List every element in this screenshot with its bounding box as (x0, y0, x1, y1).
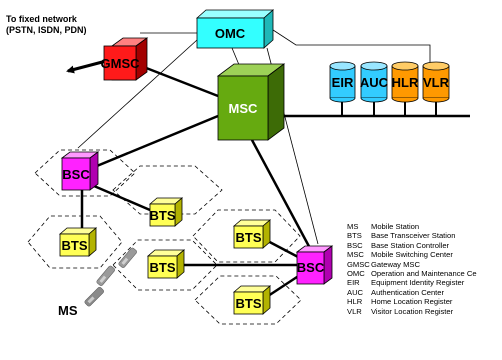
msc-label: MSC (229, 101, 259, 116)
legend-abbr: BTS (347, 231, 362, 241)
fixed-network-label-line2: (PSTN, ISDN, PDN) (6, 25, 87, 35)
legend-row: GMSC Gateway MSC (347, 260, 477, 269)
phone-icon (118, 247, 137, 268)
eir-label: EIR (332, 75, 354, 90)
legend-abbr: AUC (347, 287, 364, 297)
link-omc-bsc-left (77, 39, 198, 149)
legend-row: BSC Base Station Controller (347, 241, 477, 250)
legend-text: Mobile Switching Center (371, 250, 453, 260)
legend-abbr: GMSC (347, 259, 370, 269)
legend-row: OMC Operation and Maintenance Ce (347, 269, 477, 278)
bsc-left-node: BSC (60, 151, 100, 191)
legend-abbr: HLR (347, 297, 363, 307)
legend-text: Home Location Register (371, 297, 453, 307)
legend-text: Visitor Location Register (371, 306, 454, 316)
cell-hexagons (27, 149, 302, 325)
omc-node: OMC (195, 9, 275, 49)
fixed-network-label: To fixed network (PSTN, ISDN, PDN) (6, 14, 87, 36)
bts-node-right-lower: BTS (232, 285, 272, 315)
hlr-label: HLR (392, 75, 419, 90)
vlr-label: VLR (423, 75, 450, 90)
bts-label: BTS (150, 208, 176, 223)
legend-text: Base Transceiver Station (371, 231, 456, 241)
hlr-node: HLR (391, 61, 419, 103)
cell-hexagon (112, 165, 223, 215)
legend-abbr: BSC (347, 240, 363, 250)
link-gmsc-msc (135, 62, 219, 98)
bts-node-center: BTS (146, 249, 186, 279)
legend-abbr: EIR (347, 278, 360, 288)
legend-text: Mobile Station (371, 222, 420, 231)
legend-abbr: VLR (347, 306, 362, 316)
cell-hexagon (192, 209, 301, 263)
msc-node: MSC (216, 63, 286, 141)
legend-row: EIR Equipment Identity Register (347, 278, 477, 287)
auc-node: AUC (360, 61, 389, 103)
link-omc-registers (269, 27, 431, 65)
auc-label: AUC (360, 75, 389, 90)
legend-row: AUC Authentication Center (347, 288, 477, 297)
fixed-network-arrow (66, 58, 111, 74)
bts-label: BTS (62, 238, 88, 253)
vlr-node: VLR (422, 61, 450, 103)
bts-node-left: BTS (58, 227, 98, 257)
phone-icon (96, 265, 115, 286)
link-bsc-right-bts-lower (264, 273, 301, 300)
legend-row: HLR Home Location Register (347, 297, 477, 306)
legend-text: Equipment Identity Register (371, 278, 465, 288)
cell-hexagon (112, 239, 218, 291)
legend-row: MS Mobile Station (347, 222, 477, 231)
register-drops (341, 98, 437, 116)
bsc-right-label: BSC (297, 260, 325, 275)
gmsc-node: GMSC (101, 37, 149, 81)
fixed-network-label-line1: To fixed network (6, 14, 77, 24)
bts-label: BTS (236, 230, 262, 245)
eir-node: EIR (329, 61, 356, 103)
ms-label: MS (58, 303, 78, 318)
legend-text: Authentication Center (371, 287, 445, 297)
phone-icon (84, 287, 104, 307)
link-msc-bsc-right (250, 139, 314, 253)
gmsc-label: GMSC (101, 56, 141, 71)
legend-row: BTS Base Transceiver Station (347, 231, 477, 240)
omc-label: OMC (215, 26, 246, 41)
mobile-station-phones (84, 247, 137, 307)
bts-node-upper: BTS (148, 197, 184, 227)
bsc-left-label: BSC (62, 167, 90, 182)
legend-row: VLR Visitor Location Register (347, 307, 477, 316)
legend-abbr: OMC (347, 269, 365, 279)
legend-row: MSC Mobile Switching Center (347, 250, 477, 259)
bsc-right-node: BSC (295, 245, 334, 285)
bts-label: BTS (150, 260, 176, 275)
bts-node-right-upper: BTS (232, 219, 272, 249)
legend: MS Mobile Station BTS Base Transceiver S… (347, 222, 477, 316)
legend-text: Base Station Controller (371, 240, 450, 250)
link-msc-bsc-left (91, 114, 219, 170)
legend-text: Gateway MSC (371, 259, 420, 269)
bts-label: BTS (236, 296, 262, 311)
legend-abbr: MSC (347, 250, 364, 260)
link-bsc-left-bts-upper (93, 184, 151, 212)
legend-abbr: MS (347, 222, 359, 231)
legend-text: Operation and Maintenance Ce (371, 269, 477, 279)
